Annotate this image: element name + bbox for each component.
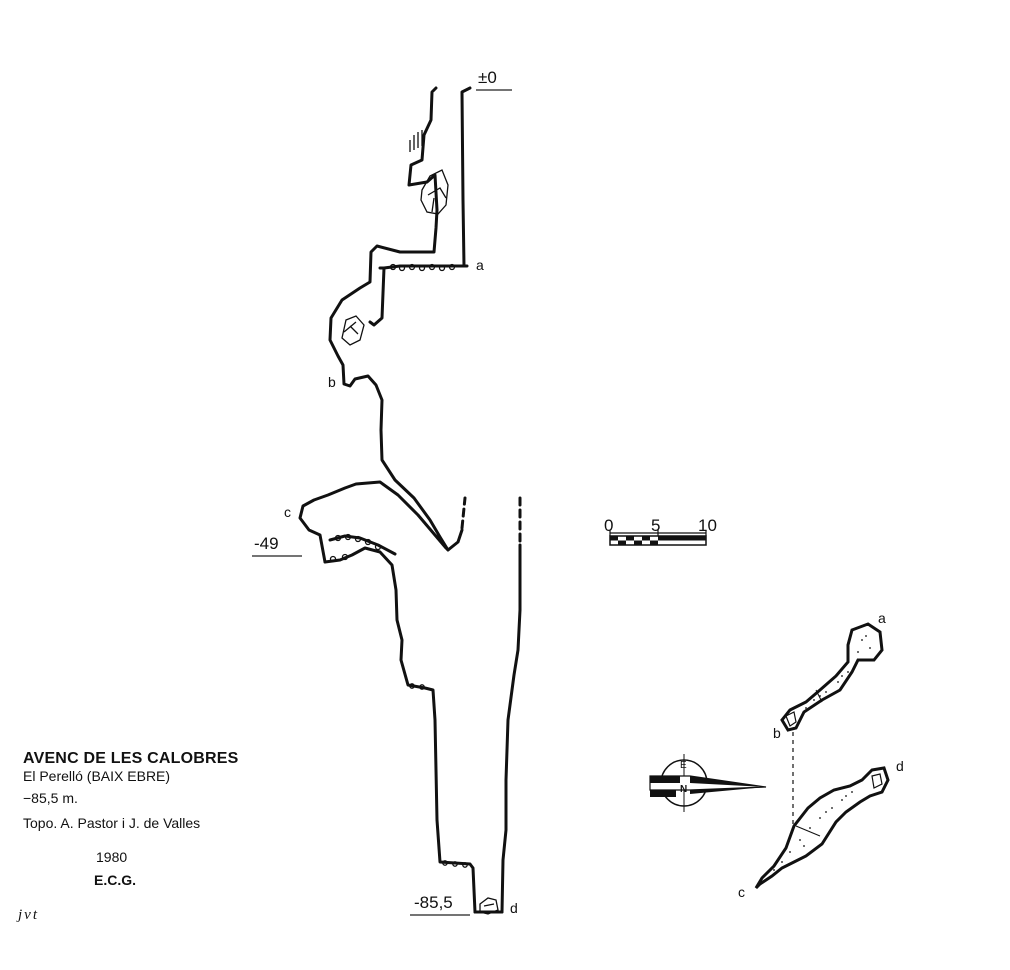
scale-label-0: 0 — [604, 516, 614, 535]
compass-letter-e: E — [680, 760, 687, 771]
plan-point-b: b — [773, 725, 781, 741]
ledge-a — [368, 266, 386, 327]
plan-point-d: d — [896, 758, 904, 774]
floor-49 — [323, 546, 477, 914]
middle-chamber-right-dashed — [460, 496, 467, 530]
scale-label-5: 5 — [651, 516, 661, 535]
lower-shaft-right-wall — [500, 543, 522, 914]
scale-bar — [609, 530, 707, 546]
section-point-d: d — [510, 900, 518, 916]
ledge-a-floor — [382, 264, 469, 270]
section-point-a: a — [476, 257, 484, 273]
depth-label-bottom: -85,5 — [414, 893, 453, 912]
section-point-c: c — [284, 504, 291, 520]
middle-chamber-right — [446, 528, 464, 552]
compass-icon — [649, 754, 767, 812]
club-name: E.C.G. — [94, 872, 137, 888]
plan-passage-a-b — [780, 622, 884, 732]
plan-point-a: a — [878, 610, 886, 626]
plan-point-c: c — [738, 884, 745, 900]
survey-credits: Topo. A. Pastor i J. de Valles — [23, 815, 201, 831]
depth-label-top: ±0 — [478, 68, 497, 87]
cave-depth: −85,5 m. — [23, 790, 78, 806]
survey-year: 1980 — [96, 849, 128, 865]
cave-title: AVENC DE LES CALOBRES — [23, 750, 239, 767]
section-left-wall — [298, 86, 450, 564]
plan-passage-c-d — [754, 766, 890, 890]
upper-shaft-right-wall — [460, 86, 472, 268]
section-point-b: b — [328, 374, 336, 390]
author-initials: jvt — [18, 907, 39, 923]
depth-label-49: -49 — [254, 534, 279, 553]
scale-label-10: 10 — [698, 516, 717, 535]
compass-letter-n: N — [680, 784, 688, 795]
cave-location: El Perelló (BAIX EBRE) — [23, 768, 171, 784]
